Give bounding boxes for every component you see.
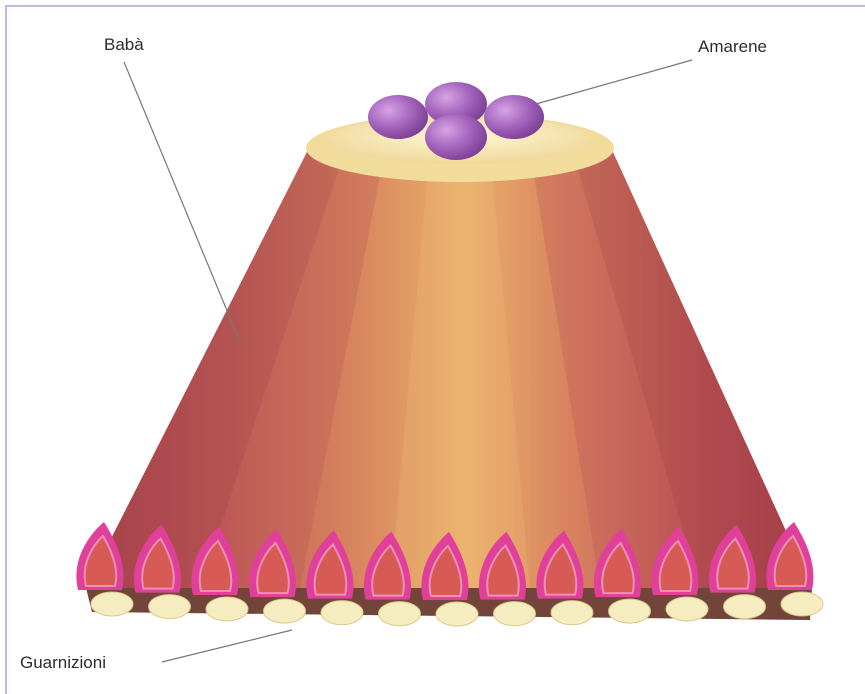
- garnish-slice: [321, 601, 363, 625]
- garnish-slice: [91, 592, 133, 616]
- garnish-slice: [206, 597, 248, 621]
- label-amarene: Amarene: [698, 37, 767, 56]
- garnish-slice: [264, 599, 306, 623]
- label-guarnizioni: Guarnizioni: [20, 653, 106, 672]
- garnish-slice: [149, 595, 191, 619]
- garnish-slice: [494, 602, 536, 626]
- garnish-slice: [436, 602, 478, 626]
- garnish-slice: [379, 602, 421, 626]
- garnish-slice: [666, 597, 708, 621]
- garnish-slice: [551, 601, 593, 625]
- label-baba: Babà: [104, 35, 144, 54]
- garnish-slice: [609, 599, 651, 623]
- garnish-slice: [781, 592, 823, 616]
- garnish-slice: [724, 595, 766, 619]
